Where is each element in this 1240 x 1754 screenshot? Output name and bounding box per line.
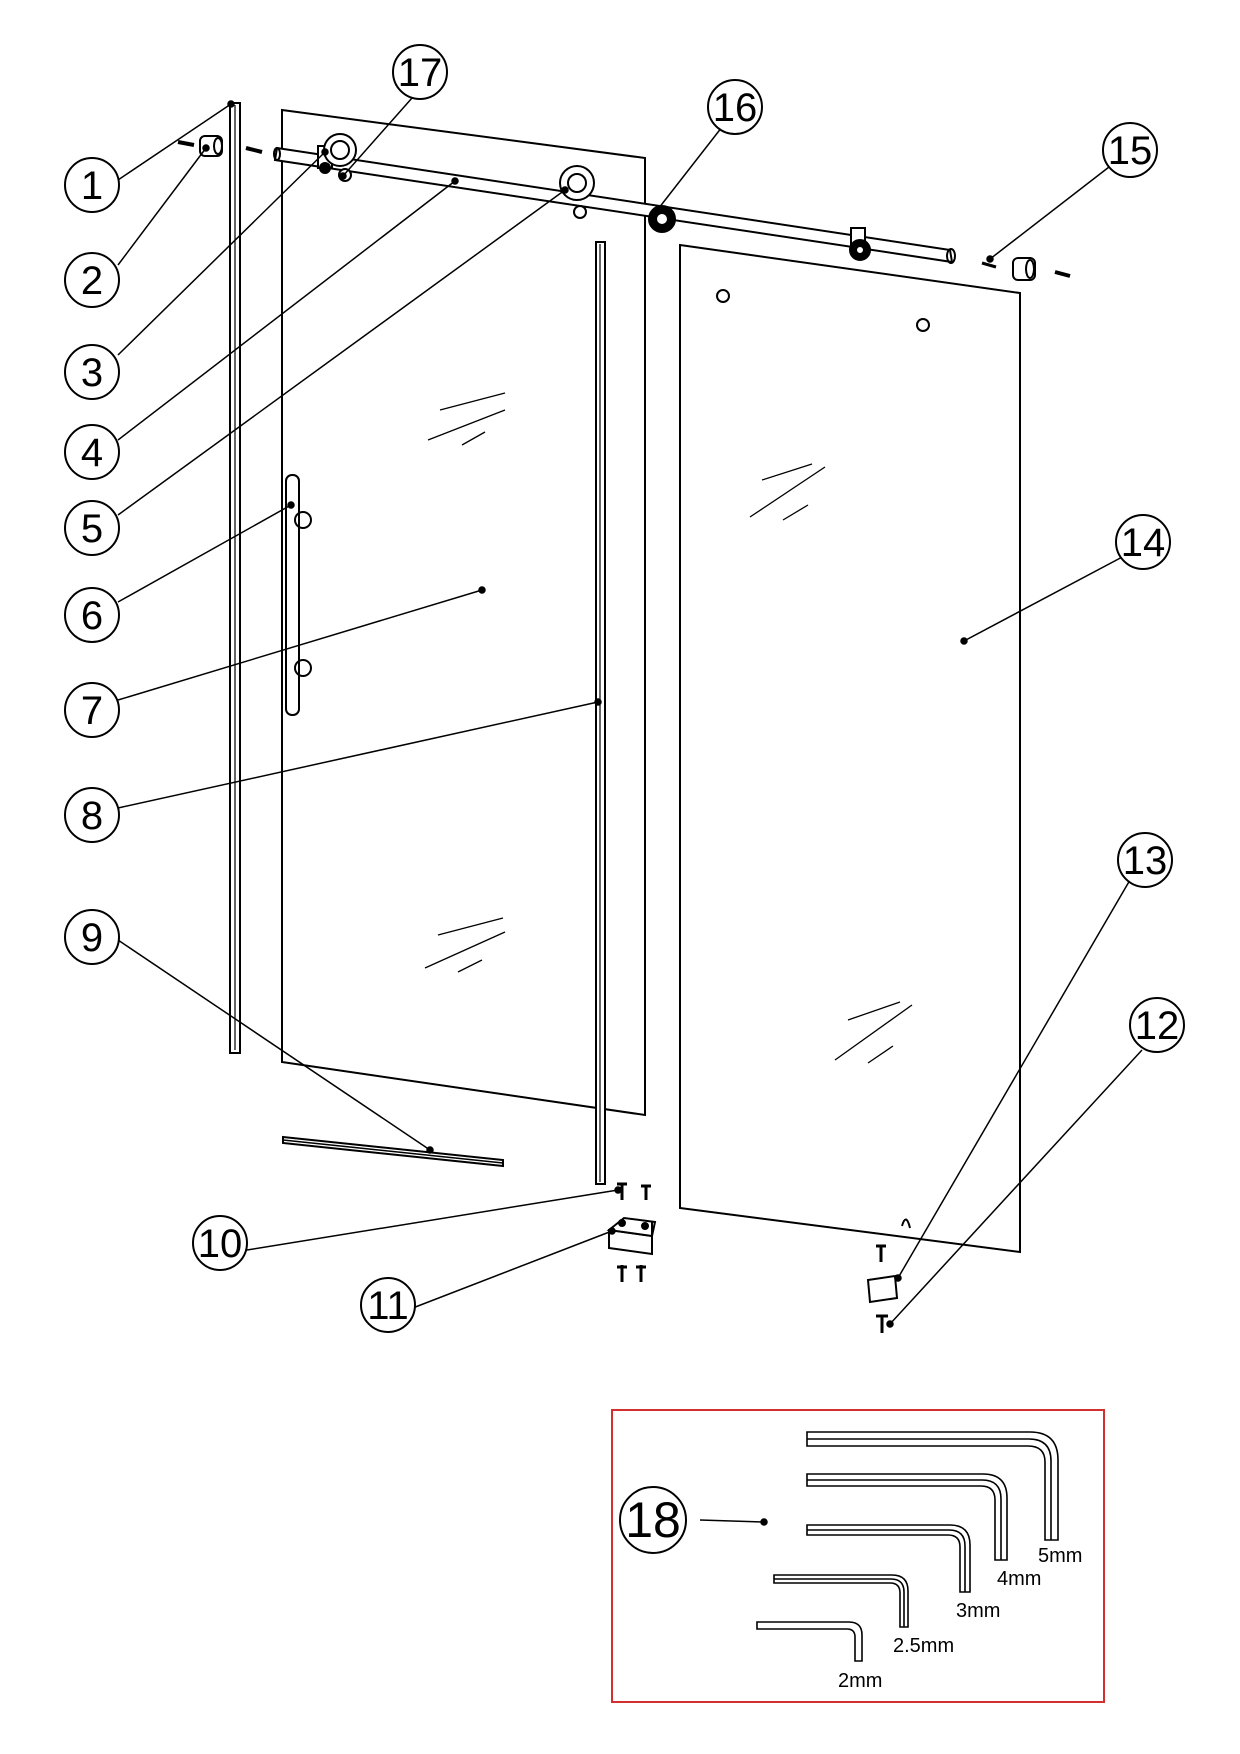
svg-text:6: 6 — [81, 594, 103, 638]
allen-key-2mm — [756, 1621, 863, 1662]
callout-17: 17 — [392, 44, 448, 100]
callout-3: 3 — [64, 344, 120, 400]
glass-clip — [866, 1244, 900, 1304]
callout-18: 18 — [619, 1486, 687, 1554]
size-label-5mm: 5mm — [1038, 1545, 1082, 1567]
parts — [177, 102, 1071, 1333]
tool-box-border — [611, 1409, 1105, 1703]
door-seal-strip — [595, 241, 606, 1185]
size-label-2-5mm: 2.5mm — [893, 1635, 954, 1657]
svg-text:2: 2 — [81, 259, 103, 303]
allen-key-set-box: 18 — [611, 1409, 1105, 1703]
callout-5: 5 — [64, 500, 120, 556]
floor-guide-screws — [617, 1182, 651, 1200]
callout-14: 14 — [1115, 514, 1171, 570]
size-label-4mm: 4mm — [997, 1568, 1041, 1590]
wall-bracket-right — [981, 257, 1071, 281]
clip-screw — [876, 1314, 888, 1333]
allen-key-3mm — [806, 1524, 971, 1593]
bottom-sweep — [282, 1135, 504, 1168]
allen-key-4mm — [806, 1473, 1008, 1561]
callout-12: 12 — [1129, 997, 1185, 1053]
callout-11: 11 — [360, 1277, 416, 1333]
callout-15: 15 — [1102, 122, 1158, 178]
svg-text:16: 16 — [713, 86, 758, 130]
wall-profile — [229, 102, 241, 1054]
svg-text:9: 9 — [81, 916, 103, 960]
callout-13: 13 — [1117, 832, 1173, 888]
svg-text:14: 14 — [1121, 521, 1166, 565]
callout-2: 2 — [64, 252, 120, 308]
callout-8: 8 — [64, 787, 120, 843]
leader-lines — [117, 97, 1143, 1526]
door-handle — [285, 474, 312, 716]
svg-text:10: 10 — [198, 1222, 243, 1266]
svg-text:5: 5 — [81, 507, 103, 551]
svg-text:1: 1 — [81, 164, 103, 208]
allen-key-2-5mm — [773, 1574, 909, 1628]
sliding-door-glass — [281, 108, 646, 1117]
allen-key-5mm — [806, 1431, 1059, 1541]
wall-bracket — [177, 135, 263, 157]
allen-keys — [756, 1431, 1059, 1662]
callout-4: 4 — [64, 424, 120, 480]
floor-guide — [606, 1216, 657, 1282]
svg-text:3: 3 — [81, 351, 103, 395]
callout-9: 9 — [64, 909, 120, 965]
svg-text:4: 4 — [81, 431, 103, 475]
size-label-2mm: 2mm — [838, 1670, 882, 1692]
svg-text:18: 18 — [625, 1492, 681, 1548]
svg-text:11: 11 — [367, 1284, 409, 1328]
size-label-3mm: 3mm — [956, 1600, 1000, 1622]
svg-text:7: 7 — [81, 689, 103, 733]
callout-1: 1 — [64, 157, 120, 213]
svg-text:15: 15 — [1108, 129, 1153, 173]
svg-text:13: 13 — [1123, 839, 1168, 883]
callout-7: 7 — [64, 682, 120, 738]
callout-6: 6 — [64, 587, 120, 643]
svg-text:17: 17 — [398, 51, 443, 95]
top-rail — [273, 146, 956, 264]
roller-wheel — [323, 133, 595, 219]
fixed-panel-clamp — [849, 227, 871, 261]
callout-10: 10 — [192, 1215, 248, 1271]
fixed-glass-panel — [679, 243, 1021, 1254]
svg-text:12: 12 — [1135, 1004, 1180, 1048]
svg-text:8: 8 — [81, 794, 103, 838]
callout-16: 16 — [707, 79, 763, 135]
